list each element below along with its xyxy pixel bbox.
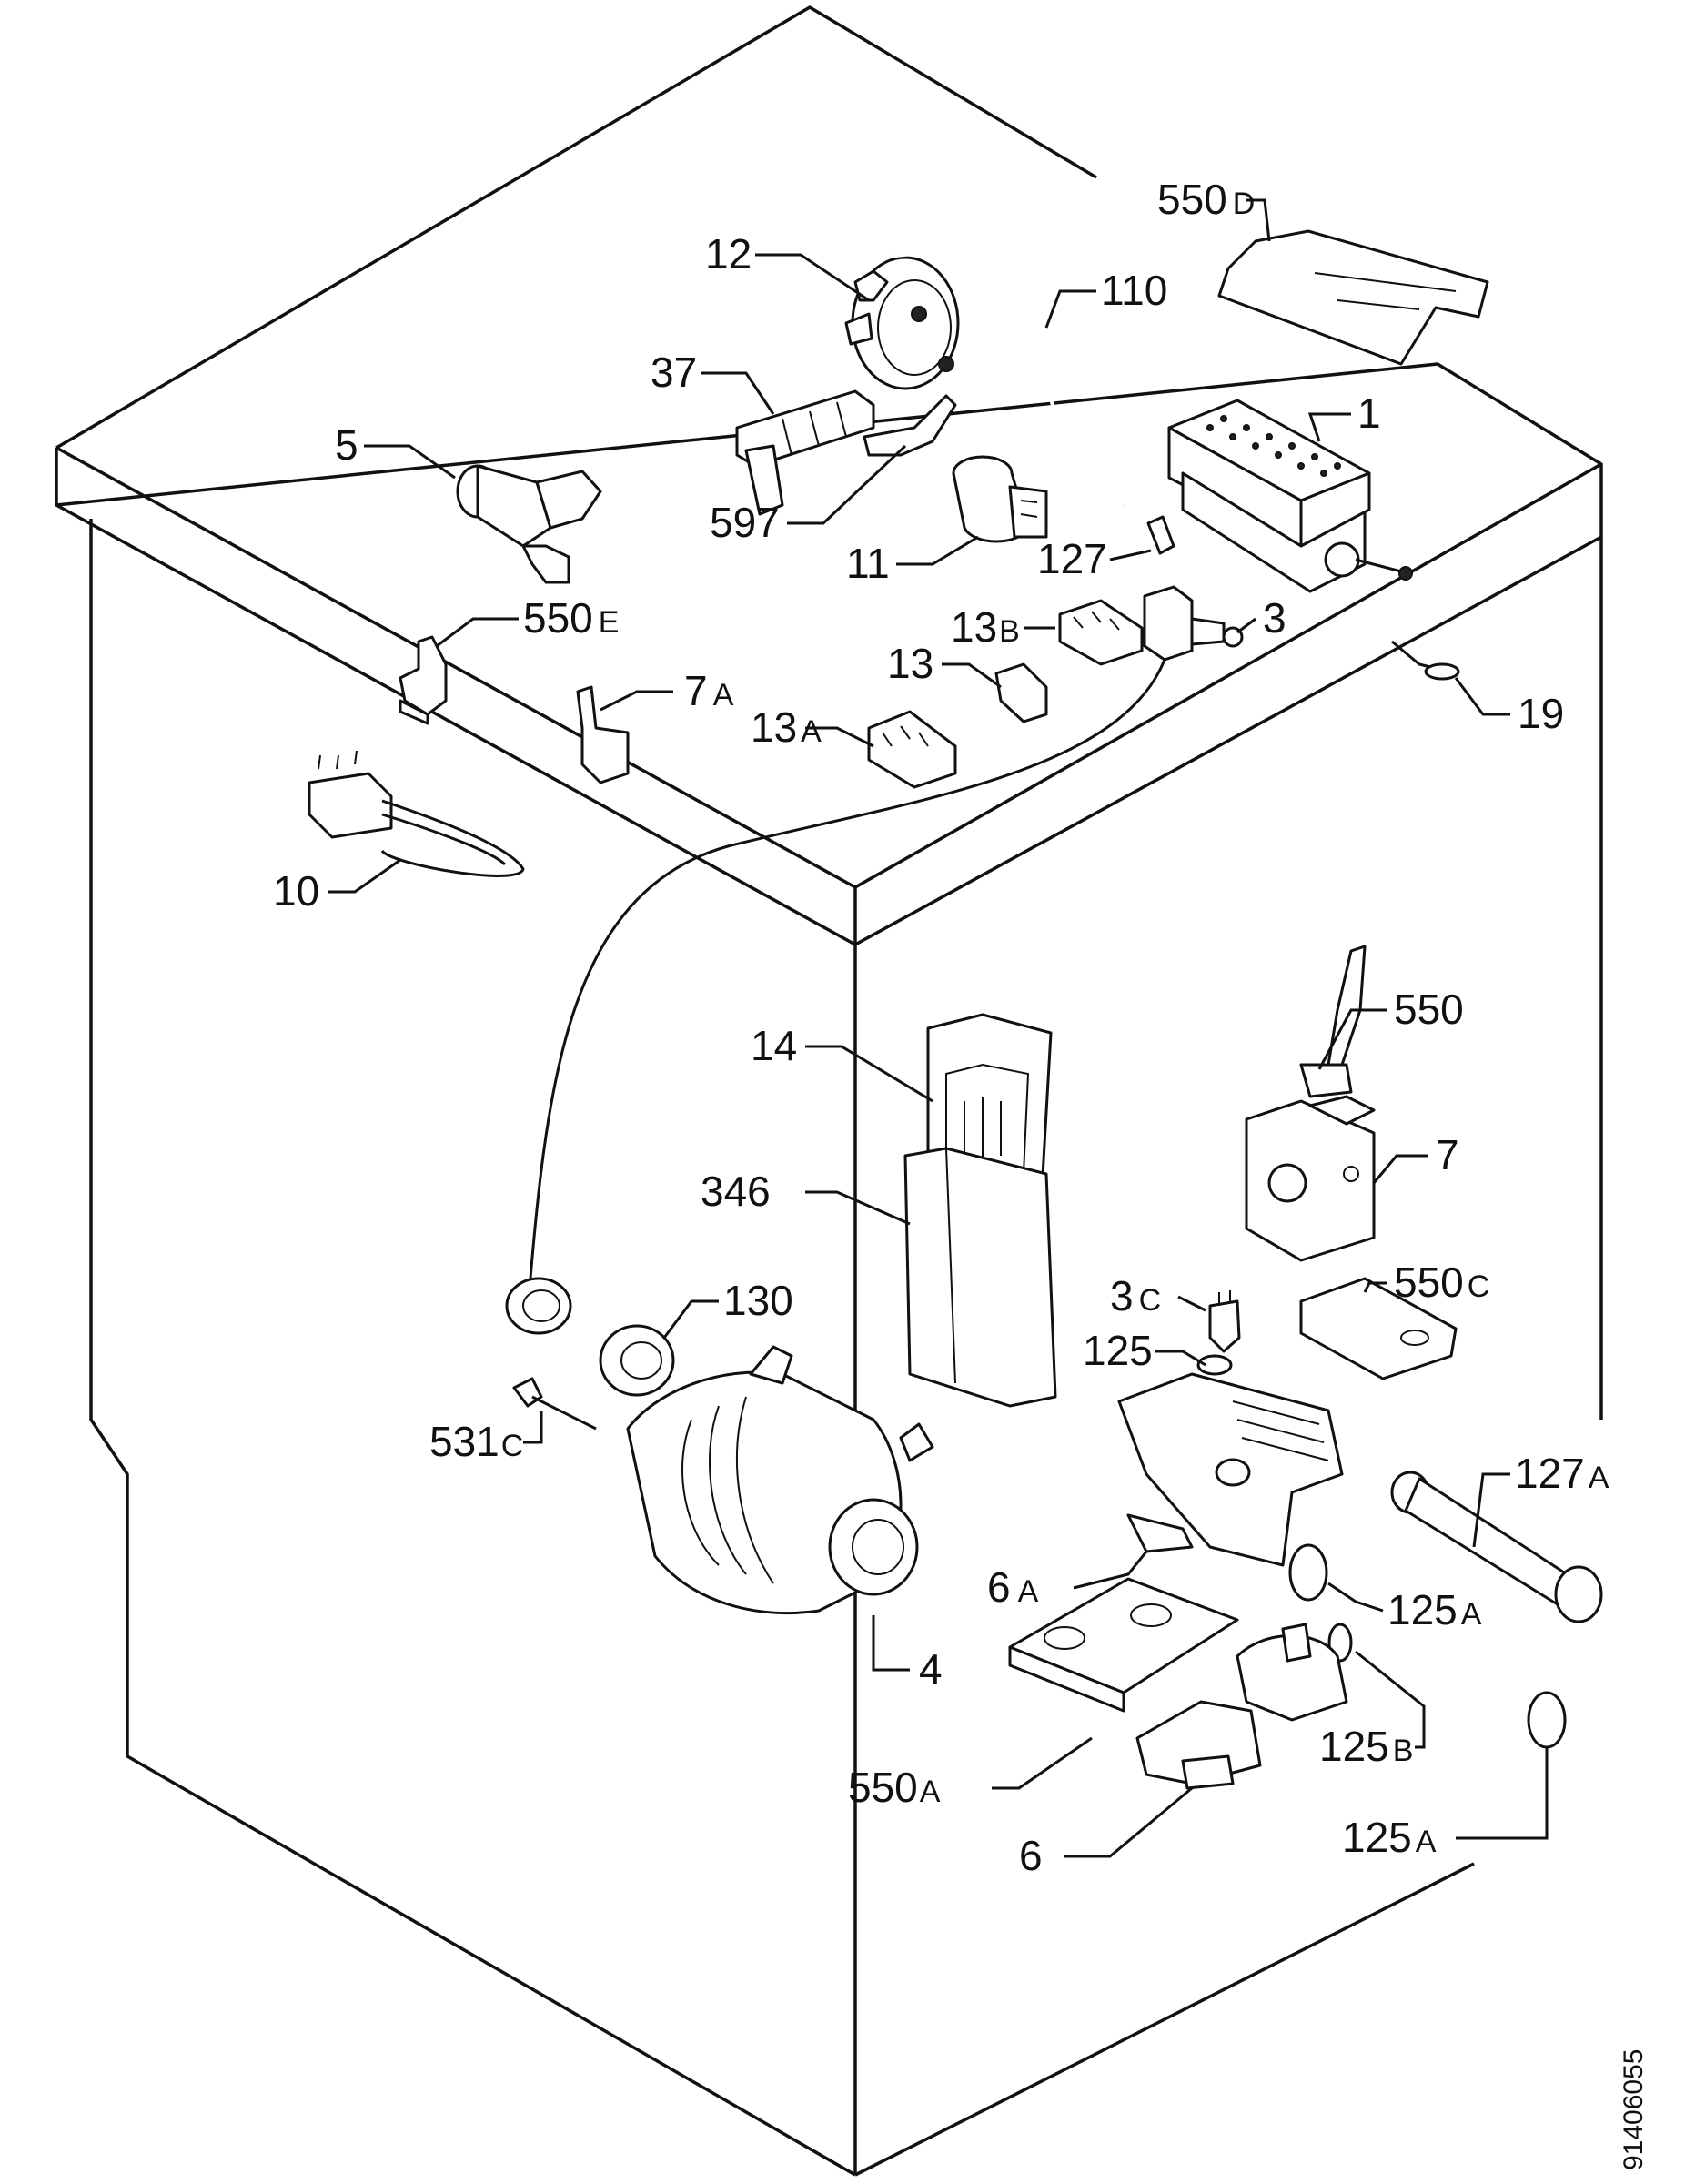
cabinet-outline [55, 5, 1603, 2177]
part-3c-sensor [1208, 1290, 1241, 1353]
part-11-capacitor [952, 455, 1048, 543]
part-550e-bracket [399, 635, 448, 725]
label-597: 597 [710, 499, 780, 546]
label-37: 37 [651, 349, 697, 396]
label-3: 3 [1263, 594, 1286, 642]
part-130-seal [599, 1324, 675, 1397]
part-10-heating-element [308, 750, 525, 877]
part-5-water-valve [456, 464, 602, 584]
leader-lines [328, 198, 1549, 1858]
part-550-lever [1299, 945, 1367, 1098]
part-3-wire [526, 659, 1166, 1311]
part-550d-cover-plate [1217, 229, 1489, 366]
label-7: 7 [1436, 1131, 1459, 1178]
part-13a-connector [867, 710, 957, 789]
label-13: 13 [887, 640, 933, 687]
part-125-ring [1196, 1354, 1233, 1376]
label-11: 11 [846, 540, 890, 587]
label-125: 125 [1083, 1327, 1153, 1374]
part-37-bracket [735, 389, 875, 516]
part-346-dispenser-housing [903, 1147, 1057, 1408]
drawing-number: 91406055 [1619, 2049, 1649, 2170]
part-7a-micro-switch [576, 685, 630, 784]
label-1: 1 [1357, 389, 1381, 437]
part-125a-ring [1288, 1543, 1328, 1602]
label-6: 6 [1019, 1832, 1043, 1879]
label-550a: 550A [848, 1764, 941, 1811]
part-127a-hose [1390, 1471, 1603, 1623]
part-125a-ring-lower [1527, 1691, 1567, 1749]
label-13b: 13B [951, 603, 1020, 651]
part-597-clip [863, 394, 957, 457]
part-3-thermostat [1143, 585, 1244, 662]
part-130-seal-left [505, 1277, 572, 1335]
part-13b-connector [1058, 599, 1144, 666]
part-550c-cover [1299, 1277, 1458, 1380]
label-19: 19 [1518, 690, 1564, 737]
label-550: 550 [1394, 986, 1464, 1033]
label-5: 5 [335, 421, 358, 469]
part-19-sensor [1391, 640, 1460, 681]
part-550a-cover [1008, 1577, 1239, 1713]
part-6-drain-pump [1135, 1623, 1348, 1790]
part-12-pressure-switch [844, 256, 960, 390]
label-12: 12 [705, 230, 752, 278]
label-346: 346 [701, 1168, 771, 1215]
part-7-interlock [1245, 1095, 1376, 1262]
part-13-connector [994, 662, 1048, 723]
label-110: 110 [1101, 267, 1167, 314]
part-127-fitting [1146, 515, 1175, 555]
label-4: 4 [919, 1645, 943, 1693]
part-531c-screw [512, 1377, 597, 1431]
part-1-programme-timer [1167, 399, 1413, 593]
label-10: 10 [273, 867, 319, 915]
part-4-motor [626, 1345, 934, 1614]
label-531c: 531C [429, 1418, 523, 1465]
part-pump-housing [1117, 1372, 1344, 1567]
label-130: 130 [723, 1277, 793, 1324]
label-127: 127 [1037, 535, 1107, 582]
part-110-hose-inner [889, 251, 1125, 507]
label-14: 14 [751, 1022, 797, 1069]
